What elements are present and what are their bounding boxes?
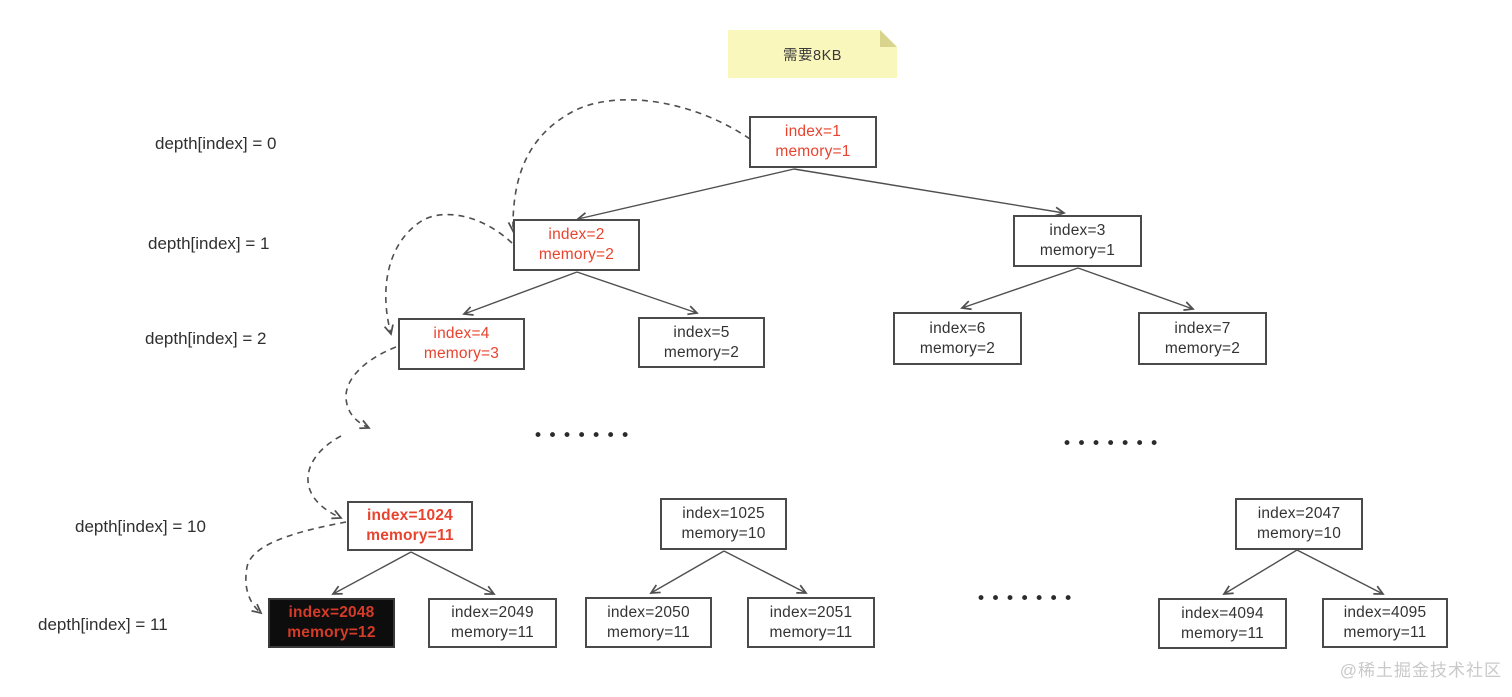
node-memory-text: memory=1	[775, 143, 851, 160]
node-memory-text: memory=11	[451, 624, 534, 641]
depth-label-0: depth[index] = 0	[155, 134, 277, 153]
node-index-text: index=2050	[607, 603, 690, 621]
tree-node-index-6: index=6 memory=2	[893, 312, 1022, 365]
tree-node-index-3: index=3 memory=1	[1013, 215, 1142, 267]
node-index-text: index=2048	[288, 604, 375, 622]
dashed-path-2-to-4	[383, 213, 513, 336]
dashed-path-to-1024	[307, 435, 343, 520]
node-memory-text: memory=1	[1039, 242, 1116, 259]
node-index-text: index=1024	[366, 507, 454, 525]
dashed-path-4-down	[345, 346, 397, 430]
sticky-note: 需要8KB	[728, 30, 897, 78]
node-index-text: index=2049	[451, 604, 534, 622]
node-index-text: index=2051	[769, 603, 853, 621]
node-memory-text: memory=11	[366, 527, 454, 544]
node-index-text: index=5	[673, 323, 730, 341]
node-index-text: index=2047	[1257, 505, 1341, 523]
node-memory-text: memory=10	[1256, 525, 1342, 542]
node-index-text: index=7	[1174, 319, 1231, 337]
node-memory-text: memory=11	[1181, 624, 1264, 642]
node-index-text: index=1025	[682, 505, 765, 523]
depth-label-2: depth[index] = 2	[145, 329, 267, 348]
ellipsis-middle-left: •••••••	[533, 426, 635, 446]
node-memory-text: memory=2	[1164, 339, 1241, 357]
node-memory-text: memory=2	[663, 343, 740, 361]
edge-2-4	[462, 271, 578, 316]
edge-1024-2049	[410, 551, 496, 595]
node-memory-text: memory=3	[423, 345, 500, 362]
node-memory-text: memory=11	[769, 623, 853, 641]
node-memory-text: memory=2	[538, 246, 615, 263]
tree-node-index-7: index=7 memory=2	[1138, 312, 1267, 365]
node-index-text: index=1	[784, 123, 842, 141]
edge-1-2	[576, 168, 795, 223]
tree-node-index-2047: index=2047 memory=10	[1235, 498, 1363, 550]
depth-label-10: depth[index] = 10	[75, 517, 206, 536]
node-memory-text: memory=10	[681, 525, 766, 542]
dashed-path-1-to-2	[507, 99, 751, 233]
tree-node-index-1025: index=1025 memory=10	[660, 498, 787, 550]
node-memory-text: memory=12	[287, 624, 376, 641]
edge-1024-2048	[331, 551, 412, 595]
tree-node-index-1024: index=1024 memory=11	[347, 501, 473, 551]
edge-2047-4095	[1296, 549, 1385, 595]
node-index-text: index=4095	[1343, 604, 1427, 622]
depth-label-11: depth[index] = 11	[38, 615, 168, 634]
edge-3-7	[1077, 267, 1195, 312]
tree-node-index-4: index=4 memory=3	[398, 318, 525, 370]
edge-2047-4094	[1222, 549, 1298, 596]
tree-node-index-4094: index=4094 memory=11	[1158, 598, 1287, 649]
tree-node-index-4095: index=4095 memory=11	[1322, 598, 1448, 648]
node-memory-text: memory=11	[607, 623, 690, 641]
tree-node-index-2049: index=2049 memory=11	[428, 598, 557, 648]
node-index-text: index=4	[433, 325, 490, 343]
depth-label-1: depth[index] = 1	[148, 234, 270, 253]
node-index-text: index=2	[548, 226, 605, 244]
edge-1025-2050	[649, 550, 725, 594]
tree-node-index-2050: index=2050 memory=11	[585, 597, 712, 648]
node-memory-text: memory=2	[919, 339, 996, 357]
sticky-note-text: 需要8KB	[783, 47, 842, 64]
tree-node-index-5: index=5 memory=2	[638, 317, 765, 368]
edge-1025-2051	[723, 550, 808, 594]
node-index-text: index=4094	[1181, 604, 1264, 622]
node-memory-text: memory=11	[1343, 624, 1427, 641]
dashed-path-1024-to-2048	[245, 521, 347, 615]
tree-node-index-2: index=2 memory=2	[513, 219, 640, 271]
ellipsis-bottom-middle: •••••••	[976, 589, 1078, 609]
node-index-text: index=3	[1049, 222, 1106, 240]
ellipsis-middle-right: •••••••	[1062, 434, 1164, 454]
watermark: @稀土掘金技术社区	[1339, 661, 1502, 680]
tree-node-index-2048: index=2048 memory=12	[268, 598, 395, 648]
tree-node-index-2051: index=2051 memory=11	[747, 597, 875, 648]
node-index-text: index=6	[929, 319, 986, 337]
tree-node-index-1: index=1 memory=1	[749, 116, 877, 168]
edge-1-3	[793, 168, 1066, 217]
edge-3-6	[960, 267, 1079, 311]
edge-2-5	[576, 271, 699, 316]
